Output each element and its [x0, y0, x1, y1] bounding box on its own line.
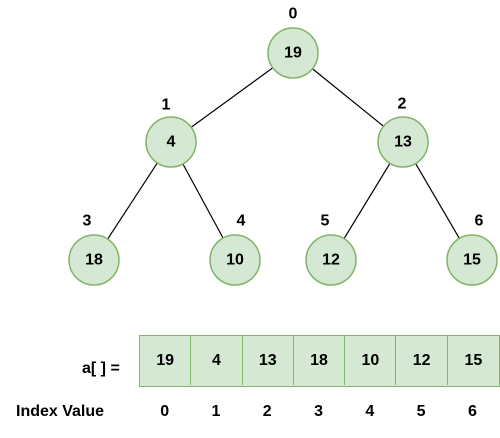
index-cell: 4 [365, 403, 375, 420]
tree-edge [343, 163, 391, 239]
tree-node-value: 15 [463, 252, 481, 269]
tree-node-index: 1 [162, 97, 171, 114]
tree-node-index: 4 [237, 213, 246, 230]
tree-node-value: 13 [394, 134, 412, 151]
array-cell: 15 [464, 351, 483, 369]
tree-node-index: 2 [398, 96, 407, 113]
index-cell: 6 [467, 403, 477, 420]
tree-node: 10 [209, 234, 261, 286]
tree-node-circle [68, 234, 120, 286]
tree-node-indices: 0 1 2 3 4 5 6 [83, 6, 484, 230]
array-label: a[ ] = [82, 360, 120, 377]
array-cell: 10 [345, 336, 397, 385]
tree-edge [182, 163, 224, 239]
tree-node-index: 0 [289, 6, 298, 23]
tree-edge [415, 163, 460, 239]
tree-node-value: 10 [226, 252, 244, 269]
tree-edges [107, 67, 460, 240]
tree-node: 12 [305, 234, 357, 286]
index-cell: 2 [262, 403, 272, 420]
array-cell: 12 [396, 336, 448, 385]
index-value-label: Index Value [16, 403, 105, 420]
tree-node: 18 [68, 234, 120, 286]
index-cell: 1 [211, 403, 221, 420]
tree-node-index: 6 [475, 213, 484, 230]
array-cell: 18 [294, 336, 346, 385]
tree-node-index: 5 [321, 213, 330, 230]
tree-node-value: 12 [322, 252, 340, 269]
tree-node-circle [377, 116, 429, 168]
array-cells: 19 4 13 18 10 12 15 [139, 335, 500, 387]
tree-node: 4 [145, 116, 197, 168]
tree-node-index: 3 [83, 213, 92, 230]
array-cell: 4 [191, 336, 243, 385]
array-cell: 13 [243, 336, 294, 385]
tree-node-value: 4 [167, 134, 176, 151]
tree-node-value: 18 [85, 252, 103, 269]
tree-edge [312, 68, 384, 127]
tree-node: 13 [377, 116, 429, 168]
tree-node-circle [267, 27, 319, 79]
index-cell: 5 [416, 403, 426, 420]
tree-node-circle [209, 234, 261, 286]
array-cell: 19 [140, 336, 192, 385]
index-cell: 0 [160, 403, 170, 420]
tree-edge [107, 162, 158, 240]
index-cell: 3 [314, 403, 323, 420]
tree-edge [190, 67, 274, 128]
tree-node-circle [305, 234, 357, 286]
index-values: 0 1 2 3 4 5 6 [139, 399, 498, 425]
tree-node: 19 [267, 27, 319, 79]
tree-node-circle [446, 234, 498, 286]
tree-node: 15 [446, 234, 498, 286]
tree-node-value: 19 [284, 45, 302, 62]
tree-node-circle [145, 116, 197, 168]
